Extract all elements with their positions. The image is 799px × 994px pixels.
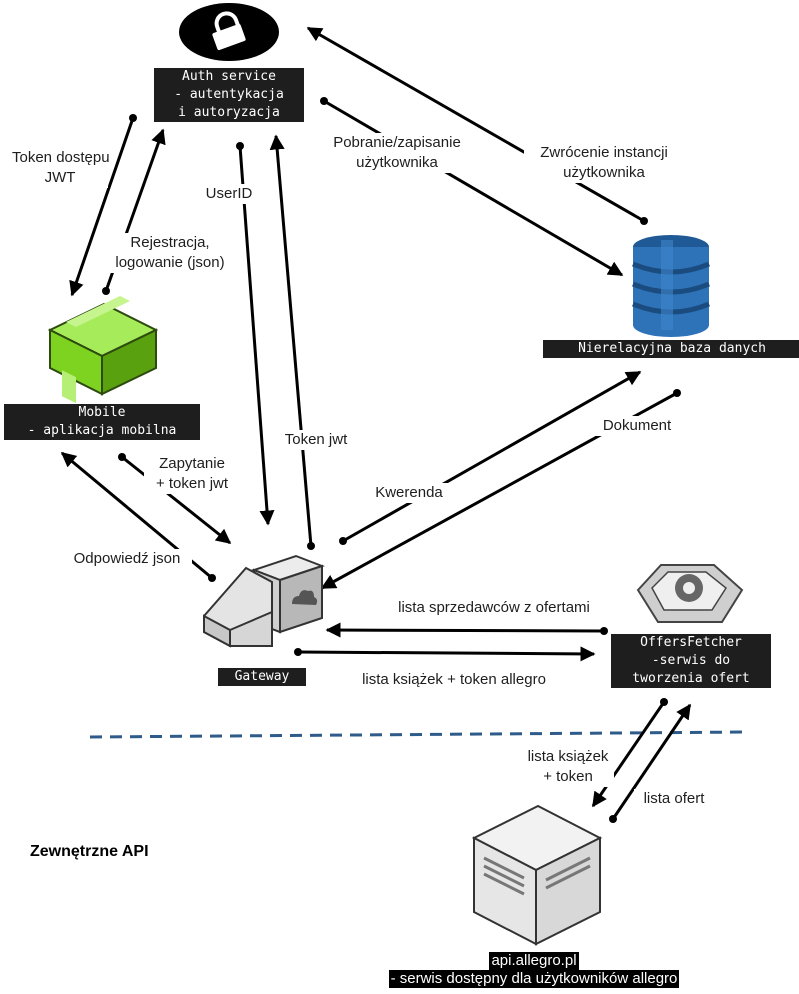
arrow-gateway-to-db xyxy=(342,370,642,543)
arrow-db-to-auth xyxy=(306,26,645,223)
edge-label-line: Odpowiedź json xyxy=(73,550,181,567)
tail-dot xyxy=(307,542,315,550)
edge-label-line: Zapytanie xyxy=(159,455,225,472)
edge-label-line: użytkownika xyxy=(356,154,438,171)
edge-label-document: Dokument xyxy=(594,416,680,436)
edge-label-query: Kwerenda xyxy=(366,483,452,503)
tail-dot xyxy=(102,287,110,295)
edge-label-return-user: Zwrócenie instancji użytkownika xyxy=(524,143,684,183)
offers-label-line1: OffersFetcher xyxy=(640,635,742,650)
gear-icon xyxy=(636,564,744,623)
tail-dot xyxy=(609,815,617,823)
auth-label-line1: Auth service xyxy=(182,69,276,84)
arrow-api-to-offers xyxy=(611,703,692,820)
server-icon xyxy=(471,804,603,946)
database-label: Nierelacyjna baza danych xyxy=(543,340,799,358)
gateway-icon xyxy=(203,554,325,648)
edge-label-get-save-user: Pobranie/zapisanie użytkownika xyxy=(318,133,476,173)
offers-label: OffersFetcher -serwis do tworzenia ofert xyxy=(611,634,771,688)
tail-dot xyxy=(236,142,244,150)
external-api-divider xyxy=(89,730,751,739)
allegro-label-line2: - serwis dostępny dla użytkowników alleg… xyxy=(388,970,680,988)
arrow-auth-to-gateway-userid xyxy=(238,145,275,526)
edge-label-line: lista ofert xyxy=(643,790,705,807)
edge-label-userid: UserID xyxy=(198,184,260,204)
external-api-zone-label: Zewnętrzne API xyxy=(30,843,149,860)
edge-label-line: lista sprzedawców z ofertami xyxy=(398,599,590,616)
tail-dot xyxy=(208,574,216,582)
auth-label-line3: i autoryzacja xyxy=(178,105,280,120)
edge-label-books-token: lista książek + token allegro xyxy=(340,670,568,690)
tail-dot xyxy=(600,627,608,635)
offers-label-line3: tworzenia ofert xyxy=(632,671,750,686)
arrow-auth-to-db xyxy=(323,99,624,277)
edge-label-line: UserID xyxy=(205,185,253,202)
edge-label-sellers: lista sprzedawców z ofertami xyxy=(376,598,612,618)
edge-label-line: użytkownika xyxy=(563,164,645,181)
arrow-gateway-to-auth-token xyxy=(269,134,313,547)
edge-label-line: Dokument xyxy=(602,417,672,434)
edge-label-line: logowanie (json) xyxy=(115,254,225,271)
arrow-auth-to-mobile xyxy=(69,117,135,297)
tail-dot xyxy=(294,648,302,656)
database-icon xyxy=(632,235,710,337)
edge-label-books-token-api: lista książek + token xyxy=(522,747,614,787)
package-icon xyxy=(47,296,159,404)
edge-label-offers-list: lista ofert xyxy=(634,789,714,809)
gateway-label-line1: Gateway xyxy=(234,669,290,684)
offers-label-line2: -serwis do xyxy=(651,653,731,668)
edge-label-line: lista książek + token allegro xyxy=(362,671,546,688)
edge-label-line: Token dostępu xyxy=(12,149,110,166)
edge-label-line: lista książek xyxy=(527,748,609,765)
edge-label-token-jwt-gateway: Token jwt xyxy=(276,430,356,450)
edge-label-line: Zwrócenie instancji xyxy=(540,144,668,161)
arrow-offers-to-api xyxy=(591,701,666,808)
edge-label-line: Pobranie/zapisanie xyxy=(333,134,461,151)
arrow-mobile-to-gateway xyxy=(121,455,232,545)
tail-dot xyxy=(339,537,347,545)
edge-label-line: JWT xyxy=(44,169,76,186)
arrow-gateway-to-offers xyxy=(297,646,596,662)
edge-label-line: Token jwt xyxy=(284,431,348,448)
mobile-label-line1: Mobile xyxy=(78,405,126,420)
database-label-line1: Nierelacyjna baza danych xyxy=(578,341,766,356)
gateway-label: Gateway xyxy=(218,668,306,686)
edge-label-line: + token jwt xyxy=(155,475,229,492)
edge-label-token-jwt-auth: Token dostępu JWT xyxy=(12,148,110,188)
tail-dot xyxy=(320,97,328,105)
edge-label-line: Rejestracja, xyxy=(130,234,210,251)
edge-tails xyxy=(102,97,681,823)
allegro-label: api.allegro.pl - serwis dostępny dla uży… xyxy=(354,952,714,988)
edge-label-register: Rejestracja, logowanie (json) xyxy=(102,233,238,273)
edge-label-line: + token xyxy=(543,768,593,785)
tail-dot xyxy=(640,217,648,225)
tail-dot xyxy=(673,389,681,397)
mobile-label-line2: - aplikacja mobilna xyxy=(27,423,177,438)
mobile-label: Mobile - aplikacja mobilna xyxy=(4,404,200,440)
edge-label-line: Kwerenda xyxy=(375,484,443,501)
edge-label-response: Odpowiedź json xyxy=(62,549,192,569)
auth-label-line2: - autentykacja xyxy=(174,87,284,102)
tail-dot xyxy=(129,114,137,122)
lock-icon xyxy=(179,3,279,61)
tail-dot xyxy=(118,453,126,461)
auth-service-label: Auth service - autentykacja i autoryzacj… xyxy=(154,68,304,122)
edge-label-request: Zapytanie + token jwt xyxy=(144,454,240,494)
arrow-offers-to-gateway xyxy=(325,622,605,638)
tail-dot xyxy=(660,698,668,706)
allegro-label-line1: api.allegro.pl xyxy=(489,952,579,970)
